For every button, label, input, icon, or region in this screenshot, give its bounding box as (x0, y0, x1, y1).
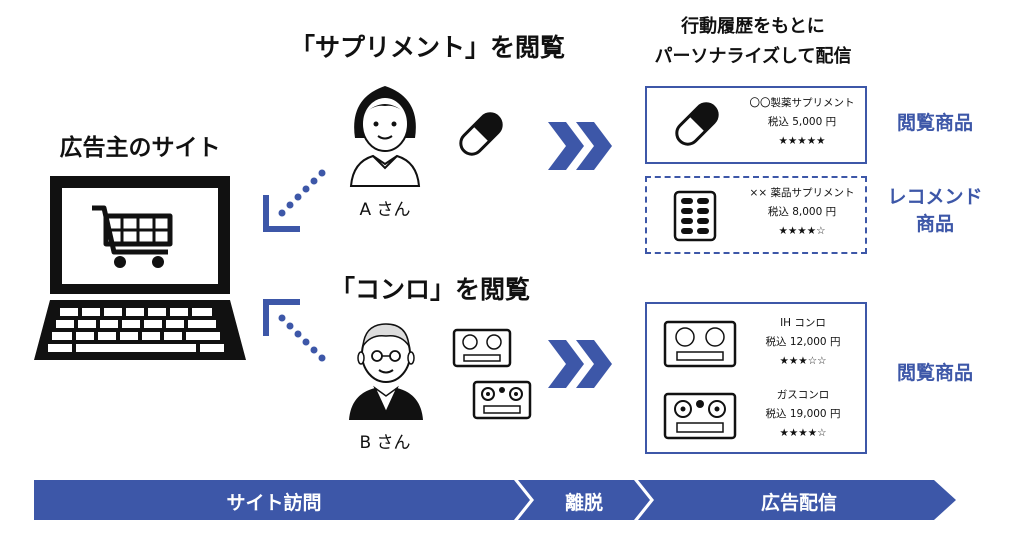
woman-avatar-icon (349, 86, 421, 187)
product-price: 税込 12,000 円 (765, 336, 841, 348)
tag-recommend-line-1: レコメンド (887, 186, 983, 208)
double-chevron-b-icon (548, 340, 612, 388)
tag-viewed-a: 閲覧商品 (896, 112, 973, 134)
person-b-heading: 「コンロ」を閲覧 (330, 275, 531, 304)
capsule-icon (675, 102, 719, 146)
product-name: 〇〇製薬サプリメント (749, 97, 855, 109)
product-name: IH コンロ (780, 317, 826, 329)
dotted-arrow-down-left-icon (263, 169, 326, 232)
pill-pack-icon (673, 190, 717, 242)
ad-card-b-viewed[interactable]: IH コンロ 税込 12,000 円 ★★★☆☆ ガスコンロ 税込 19,000… (645, 302, 867, 454)
product-price: 税込 8,000 円 (767, 206, 837, 218)
ad-card-a-viewed[interactable]: 〇〇製薬サプリメント 税込 5,000 円 ★★★★★ (645, 86, 867, 164)
product-price: 税込 5,000 円 (767, 116, 837, 128)
product-price: 税込 19,000 円 (765, 408, 841, 420)
tag-recommend-line-2: 商品 (915, 213, 954, 235)
gas-stove-small-icon (472, 380, 532, 420)
product-rating: ★★★☆☆ (779, 355, 827, 367)
laptop-cart-icon (34, 176, 246, 360)
gas-stove-icon (663, 392, 737, 440)
dotted-arrow-up-left-icon (263, 299, 326, 362)
delivery-heading-line-2: パーソナライズして配信 (654, 46, 852, 67)
double-chevron-a-icon (548, 122, 612, 170)
timeline-band (34, 480, 956, 520)
tag-viewed-b: 閲覧商品 (896, 362, 973, 384)
ih-stove-small-icon (452, 328, 512, 368)
timeline-step-ad: 広告配信 (760, 492, 837, 514)
person-a-heading: 「サプリメント」を閲覧 (290, 33, 566, 62)
ad-card-a-recommend[interactable]: ×× 薬品サプリメント 税込 8,000 円 ★★★★☆ (645, 176, 867, 254)
timeline-step-leave: 離脱 (564, 492, 603, 514)
ih-stove-icon (663, 320, 737, 368)
elderly-man-avatar-icon (349, 323, 423, 420)
tag-recommend: レコメンド 商品 (880, 184, 990, 238)
product-rating: ★★★★★ (778, 135, 826, 147)
capsule-icon (459, 112, 503, 156)
product-rating: ★★★★☆ (779, 427, 827, 439)
product-rating: ★★★★☆ (778, 225, 826, 237)
person-a-label: A さん (359, 200, 411, 220)
delivery-heading: 行動履歴をもとに パーソナライズして配信 (628, 12, 878, 72)
product-name: ×× 薬品サプリメント (749, 187, 855, 199)
person-b-label: B さん (359, 433, 411, 453)
site-title: 広告主のサイト (59, 135, 221, 161)
product-name: ガスコンロ (776, 389, 830, 401)
delivery-heading-line-1: 行動履歴をもとに (681, 16, 825, 37)
timeline-step-visit: サイト訪問 (226, 492, 322, 514)
